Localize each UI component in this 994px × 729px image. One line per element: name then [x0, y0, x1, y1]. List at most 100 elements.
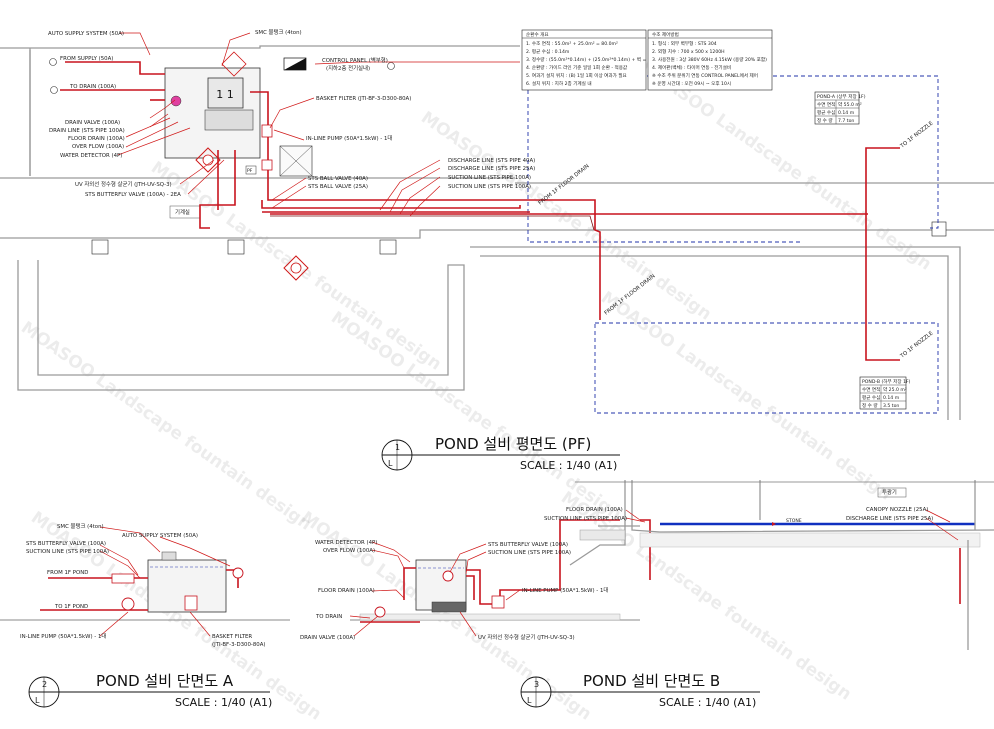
sb-floor-drain-label: FLOOR DRAIN (100A) [318, 588, 375, 594]
valve-icon [170, 95, 182, 107]
sb-drain-valve-label: DRAIN VALVE (100A) [300, 635, 355, 641]
section-a-title-block: 2 L POND 설비 단면도 A SCALE : 1/40 (A1) [28, 672, 272, 709]
note-box-2: 수조 제어방법 1. 형식 : 외부 벽부형 : STS 304 2. 외형 치… [647, 29, 773, 91]
suction-b-label: SUCTION LINE (STS PIPE 100A) [448, 184, 531, 190]
sa-auto-supply-label: AUTO SUPPLY SYSTEM (50A) [122, 533, 198, 539]
sa-butterfly-label: STS BUTTERFLY VALVE (100A) [26, 541, 106, 547]
from-supply-label: FROM SUPPLY (50A) [60, 56, 113, 62]
uv-label: UV 자외선 정수형 살균기 (JTH-UV-SQ-3) [75, 180, 172, 188]
plan-marker-letter: L [388, 459, 393, 468]
note2-line: 2. 외형 치수 : 700 x 500 x 1200H [652, 48, 725, 55]
plan-equipment: 1 1 기계실 PF [164, 57, 313, 219]
section-b-scale: SCALE : 1/40 (A1) [659, 696, 756, 709]
plan-title: POND 설비 평면도 (PF) [435, 435, 591, 453]
pond-b-table: POND-B (하부 저장 1F) 수면 면적 약 25.0 m² 평균 수심 … [859, 376, 911, 410]
ball-valve-40-label: STS BALL VALVE (40A) [308, 176, 368, 182]
svg-text:정 수 량: 정 수 량 [862, 402, 878, 409]
sa-from-pond-label: FROM 1F POND [47, 570, 88, 576]
sb-discharge-label: DISCHARGE LINE (STS PIPE 25A) [846, 516, 933, 522]
suction-a-label: SUCTION LINE (STS PIPE 100A) [448, 175, 531, 181]
svg-text:약 55.0 m²: 약 55.0 m² [838, 101, 862, 108]
section-a-tank [147, 559, 227, 613]
sb-water-detector-label: WATER DETECTOR (4P) [315, 540, 377, 546]
sb-tag-label: 투광기 [882, 488, 897, 496]
sb-suction-r-label: SUCTION LINE (STS PIPE 100A) [544, 516, 627, 522]
note2-line: 3. 사용전원 : 3상 380V 60Hz 4.15kW (용량 20% 포함… [652, 56, 767, 63]
uv-unit [431, 601, 467, 613]
column [227, 239, 245, 255]
section-a-drawing [0, 526, 290, 637]
svg-text:약 25.0 m²: 약 25.0 m² [883, 386, 907, 393]
plan-walls [0, 45, 994, 420]
tank-hatch [207, 77, 244, 109]
sb-marker-num: 3 [534, 680, 539, 689]
drain-line-label: DRAIN LINE (STS PIPE 100A) [49, 128, 125, 134]
sb-uv-label: UV 자외선 정수형 살균기 (JTH-UV-SQ-3) [478, 633, 575, 641]
drain-valve-label: DRAIN VALVE (100A) [65, 120, 120, 126]
section-b-title: POND 설비 단면도 B [583, 672, 720, 690]
to-nozzle-a-label: TO 1F NOZZLE [899, 120, 935, 150]
butterfly-label: STS BUTTERFLY VALVE (100A) - 2EA [85, 192, 181, 198]
section-a-title: POND 설비 단면도 A [96, 672, 234, 690]
column [931, 221, 947, 237]
section-b-labels: WATER DETECTOR (4P) OVER FLOW (100A) FLO… [300, 487, 933, 641]
svg-text:평균 수심: 평균 수심 [817, 109, 835, 116]
column [91, 239, 109, 255]
watermark-text: MOASOO Landscape fountain design [17, 318, 315, 535]
note-box-1: 순환수 개요 1. 수조 면적 : 55.0m² + 25.0m² = 80.0… [521, 29, 667, 91]
watermark-text: MOASOO Landscape fountain design [327, 308, 625, 525]
section-b-drawing [349, 480, 994, 650]
water-detector-label: WATER DETECTOR (4P) [60, 153, 122, 159]
note2-line: 1. 형식 : 외부 벽부형 : STS 304 [652, 40, 717, 47]
column [379, 239, 397, 255]
inline-pump-label: IN-LINE PUMP (50A*1.5kW) - 1대 [306, 134, 392, 142]
basket-filter-icon [261, 159, 273, 171]
pond-a-table: POND-A (상부 저장 1F) 수면 면적 약 55.0 m² 평균 수심 … [814, 91, 866, 125]
inline-pump-icon [261, 124, 273, 138]
sb-to-drain-label: TO DRAIN [315, 614, 342, 620]
svg-text:7.7 ton: 7.7 ton [838, 118, 854, 124]
smc-tank-label: SMC 물탱크 (4ton) [255, 29, 302, 36]
svg-text:정 수 량: 정 수 량 [817, 117, 833, 124]
sb-butterfly-label: STS BUTTERFLY VALVE (100A) [488, 542, 568, 548]
discharge-25-label: DISCHARGE LINE (STS PIPE 25A) [448, 166, 535, 172]
plan-pipes [60, 61, 900, 361]
svg-text:0.14 m: 0.14 m [838, 110, 855, 116]
sb-floor-drain-r-label: FLOOR DRAIN (100A) [566, 507, 623, 513]
watermark-text: MOASOO Landscape fountain design [597, 288, 895, 505]
basket-filter-label: BASKET FILTER (JTI-BF-3-D300-80A) [316, 96, 411, 102]
svg-text:3.5 ton: 3.5 ton [883, 403, 899, 409]
plan-scale: SCALE : 1/40 (A1) [520, 459, 617, 472]
sa-basket-sub-label: (JTI-BF-3-D300-80A) [212, 642, 265, 648]
note1-line: 2. 평균 수심 : 0.14m [526, 48, 570, 55]
to-drain-label: TO DRAIN (100A) [69, 84, 116, 90]
section-b-title-block: 3 L POND 설비 단면도 B SCALE : 1/40 (A1) [520, 672, 760, 709]
ball-valve-25-label: STS BALL VALVE (25A) [308, 184, 368, 190]
floor-drain-label: FLOOR DRAIN (100A) [68, 136, 125, 142]
auto-supply-label: AUTO SUPPLY SYSTEM (50A) [48, 31, 124, 37]
svg-text:수면 면적: 수면 면적 [862, 386, 880, 393]
svg-text:평균 수심: 평균 수심 [862, 394, 880, 401]
note1-line: 5. 여과기 설치 위치 : (B) 1일 1회 이상 여과가 필요 [526, 72, 627, 79]
sb-stone-label: STONE [786, 518, 802, 524]
sb-marker-letter: L [527, 696, 532, 705]
sa-suction-label: SUCTION LINE (STS PIPE 100A) [26, 549, 109, 555]
sa-marker-num: 2 [42, 680, 47, 689]
room-label: 기계실 [175, 208, 190, 216]
svg-text:PF: PF [247, 168, 253, 174]
tank-number: 1 1 [216, 88, 234, 101]
sb-inline-pump-label: IN-LINE PUMP (50A*1.5kW) - 1대 [522, 586, 608, 594]
sa-smc-label: SMC 물탱크 (4ton) [57, 523, 104, 530]
sb-pump-icon [491, 595, 505, 609]
pump-icon [121, 597, 135, 611]
plan-marker-num: 1 [395, 443, 400, 452]
plan-leaders [117, 32, 520, 217]
svg-text:0.14 m: 0.14 m [883, 395, 900, 401]
to-nozzle-b-label: TO 1F NOZZLE [899, 330, 935, 360]
sb-over-flow-label: OVER FLOW (100A) [323, 548, 375, 554]
over-flow-label: OVER FLOW (100A) [72, 144, 124, 150]
note1-line: 1. 수조 면적 : 55.0m² + 25.0m² = 80.0m² [526, 40, 618, 47]
note1-line: 3. 정수량 : (55.0m²*0.14m) + (25.0m²*0.14m)… [526, 56, 667, 63]
note2-line: ※ 운영 시간대 : 오전 09시 ~ 오후 10시 [652, 80, 731, 87]
